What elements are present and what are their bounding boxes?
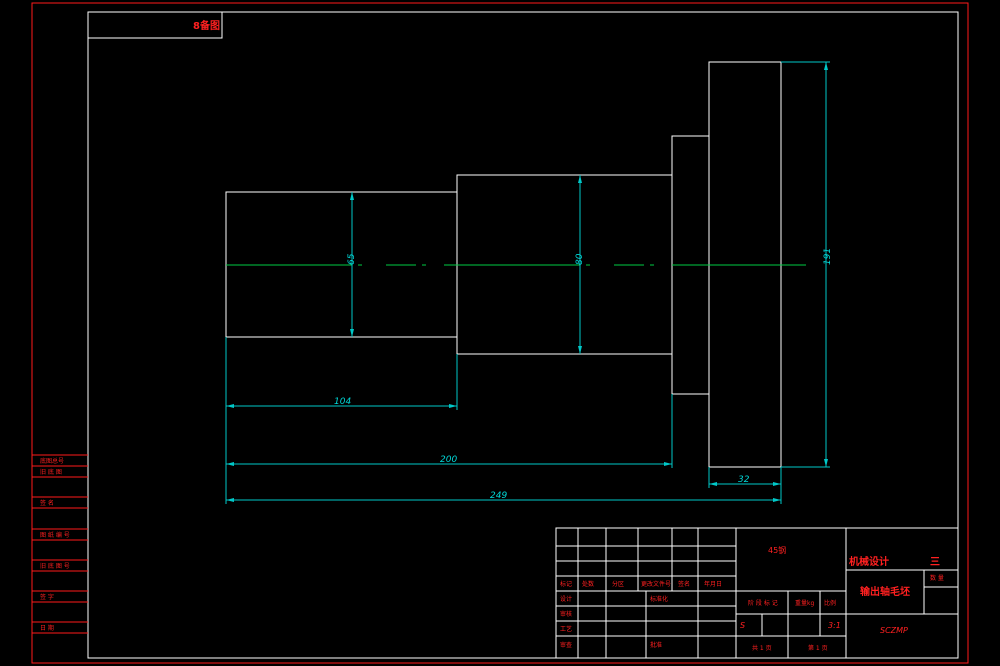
dim-text-65: 65 xyxy=(347,253,357,265)
svg-text:处数: 处数 xyxy=(582,580,594,588)
side-label-5: 签 字 xyxy=(40,593,54,601)
side-label-1: 旧 底 图 xyxy=(40,468,62,476)
svg-text:签名: 签名 xyxy=(678,580,690,588)
svg-text:3:1: 3:1 xyxy=(828,621,841,630)
course-suffix: 三 xyxy=(930,556,940,568)
top-label: 8备图 xyxy=(193,19,220,32)
dim-text-32: 32 xyxy=(738,475,750,485)
svg-text:批准: 批准 xyxy=(650,641,662,649)
svg-text:分区: 分区 xyxy=(612,580,624,588)
part-name: 输出轴毛坯 xyxy=(860,585,910,598)
svg-text:工艺: 工艺 xyxy=(560,625,572,633)
side-panel: 底图总号 旧 底 图 签 名 图 纸 编 号 旧 底 图 号 签 字 日 期 xyxy=(32,454,88,634)
svg-text:年月日: 年月日 xyxy=(704,580,722,588)
svg-text:共 1 页: 共 1 页 xyxy=(752,644,772,652)
dim-text-249: 249 xyxy=(490,491,507,501)
svg-text:S: S xyxy=(740,621,745,630)
svg-text:更改文件号: 更改文件号 xyxy=(641,580,671,588)
svg-text:阶 段 标 记: 阶 段 标 记 xyxy=(748,599,778,607)
svg-text:第 1 页: 第 1 页 xyxy=(808,644,828,652)
dim-text-104: 104 xyxy=(334,397,351,407)
svg-text:重量kg: 重量kg xyxy=(795,599,814,607)
outer-border xyxy=(31,2,969,664)
drawing-no: SCZMP xyxy=(880,626,908,635)
qty-label: 数 量 xyxy=(930,574,944,582)
side-label-4: 旧 底 图 号 xyxy=(40,562,70,570)
side-label-0: 底图总号 xyxy=(40,457,64,465)
svg-text:标记: 标记 xyxy=(560,580,572,588)
svg-text:审查: 审查 xyxy=(560,641,572,649)
dim-text-80: 80 xyxy=(575,253,585,265)
dim-text-200: 200 xyxy=(440,455,457,465)
side-label-6: 日 期 xyxy=(40,624,54,632)
svg-text:审核: 审核 xyxy=(560,610,572,618)
title-block: 标记 处数 分区 更改文件号 签名 年月日 设计 标准化 审核 工艺 审查 批准… xyxy=(555,527,959,659)
svg-text:标准化: 标准化 xyxy=(650,595,668,603)
dim-text-191: 191 xyxy=(823,248,833,265)
dimensions: 65 80 191 104 200 32 xyxy=(225,61,833,504)
svg-text:设计: 设计 xyxy=(560,595,572,603)
side-label-2: 签 名 xyxy=(40,499,54,507)
inner-frame xyxy=(87,11,959,659)
course: 机械设计 xyxy=(849,555,889,568)
side-label-3: 图 纸 编 号 xyxy=(40,531,70,539)
top-label-box xyxy=(87,11,223,39)
svg-text:比例: 比例 xyxy=(824,599,836,607)
material: 45钢 xyxy=(768,545,786,555)
